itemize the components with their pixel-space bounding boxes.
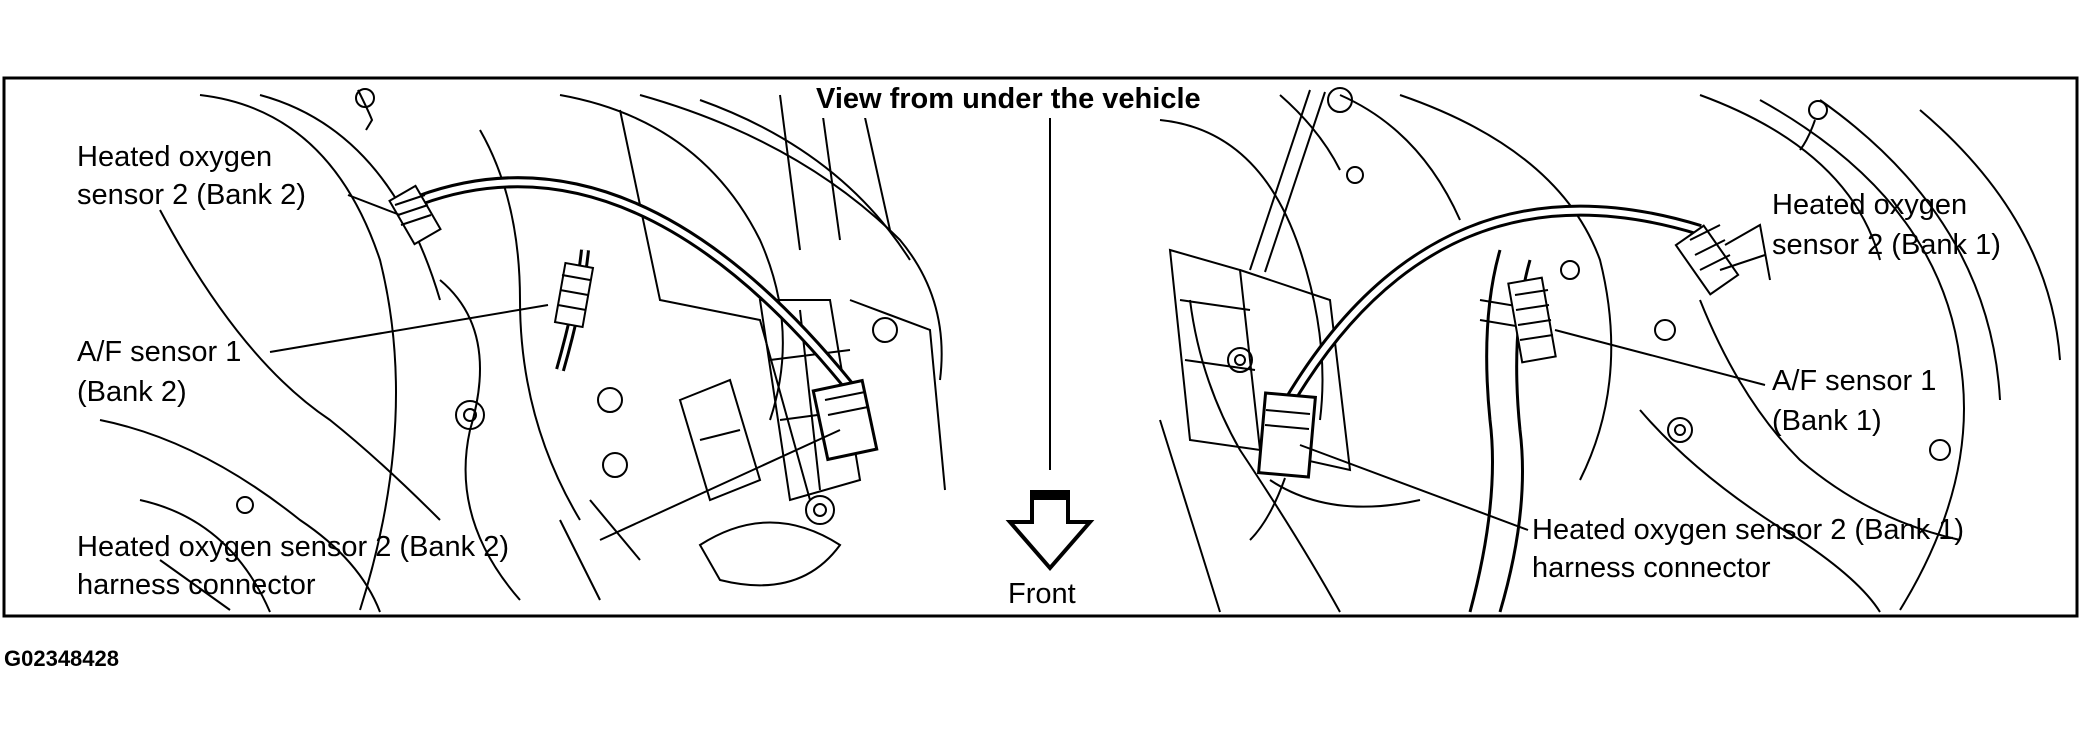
figure-id: G02348428 — [4, 646, 119, 671]
left-harness-label-line1: Heated oxygen sensor 2 (Bank 2) — [77, 531, 510, 563]
left-af-sensor-label-line1: A/F sensor 1 — [77, 336, 242, 368]
right-sensor-harness — [1249, 204, 1771, 541]
left-sensor-harness — [388, 176, 879, 462]
right-leader-lines — [1299, 254, 1766, 531]
right-harness-label-line1: Heated oxygen sensor 2 (Bank 1) — [1532, 514, 1965, 546]
right-af-sensor-label-line2: (Bank 1) — [1772, 405, 1882, 437]
left-af-sensor-label-line2: (Bank 2) — [77, 376, 187, 408]
down-arrow-icon — [1005, 490, 1095, 572]
right-sensor2-label-line2: sensor 2 (Bank 1) — [1772, 229, 2001, 261]
right-sensor2-label-line1: Heated oxygen — [1772, 189, 1968, 221]
left-sensor2-label-line2: sensor 2 (Bank 2) — [77, 179, 306, 211]
center-divider — [1005, 118, 1095, 572]
right-harness-label-line2: harness connector — [1532, 552, 1771, 584]
right-engine-illustration — [1159, 87, 2061, 613]
diagram-title: View from under the vehicle — [808, 80, 1209, 118]
left-leader-lines — [269, 194, 841, 541]
left-sensor2-label-line1: Heated oxygen — [77, 141, 273, 173]
right-af-sensor-label-line1: A/F sensor 1 — [1772, 365, 1937, 397]
left-harness-label-line2: harness connector — [77, 569, 316, 601]
front-direction-label: Front — [1008, 578, 1076, 610]
